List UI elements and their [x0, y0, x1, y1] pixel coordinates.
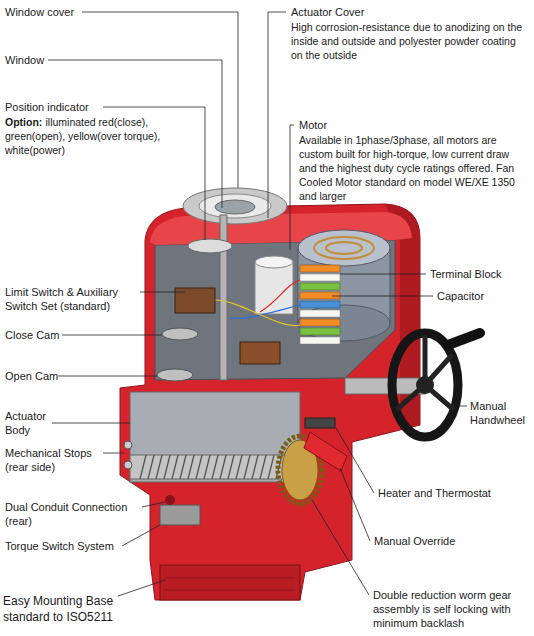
part-label: Position indicator: [5, 101, 89, 113]
label-block: High corrosion-resistance due to anodizi…: [291, 20, 529, 62]
part-label: Window: [5, 54, 44, 66]
part-label: Mechanical Stops: [5, 447, 92, 459]
label-block: Window cover: [5, 5, 74, 19]
torque-switch: [160, 505, 200, 525]
part-label: Torque Switch System: [5, 540, 114, 552]
part-label: Heater and Thermostat: [378, 487, 491, 499]
part-label: Available in 1phase/3phase, all motors a…: [299, 134, 515, 202]
part-label: Manual Override: [374, 535, 455, 547]
capacitor-top: [255, 256, 293, 268]
close-cam: [162, 328, 198, 340]
worm-shaft: [130, 455, 290, 479]
motor-winding: [314, 237, 374, 259]
conduit-entry: [165, 495, 175, 505]
label-block: Easy Mounting Base standard to ISO5211: [3, 593, 131, 625]
part-label: Open Cam: [5, 370, 58, 382]
part-label: Option:: [5, 116, 42, 128]
label-block: (rear): [5, 514, 32, 528]
handwheel-hub: [416, 376, 434, 394]
motor-top: [298, 230, 390, 266]
label-block: Window: [5, 53, 44, 67]
label-block: Dual Conduit Connection: [5, 500, 127, 514]
lower-cavity: [130, 392, 300, 482]
part-label: Dual Conduit Connection: [5, 501, 127, 513]
motor-winding: [326, 242, 362, 254]
label-block: Terminal Block: [430, 267, 502, 281]
label-block: Mechanical Stops: [5, 446, 92, 460]
label-block: Actuator Cover: [291, 5, 364, 19]
label-block: Double reduction worm gear assembly is s…: [373, 588, 529, 630]
label-block: Capacitor: [437, 289, 484, 303]
terminal-block: [300, 265, 340, 344]
part-label: Manual Handwheel: [470, 400, 525, 426]
label-block: Close Cam: [5, 328, 59, 342]
part-label: Window cover: [5, 6, 74, 18]
window: [199, 194, 271, 218]
wire: [260, 280, 300, 312]
position-indicator: [188, 239, 232, 253]
part-label: Double reduction worm gear assembly is s…: [373, 589, 511, 629]
part-label: High corrosion-resistance due to anodizi…: [291, 21, 522, 61]
heater: [305, 418, 335, 428]
part-label: Easy Mounting Base standard to ISO5211: [3, 594, 113, 624]
part-label: Close Cam: [5, 329, 59, 341]
label-block: Option:illuminated red(close), green(ope…: [5, 115, 187, 157]
torque-spring: [140, 455, 282, 479]
mechanical-stop: [124, 441, 132, 449]
label-block: Actuator Body: [5, 409, 65, 437]
auxiliary-switch: [240, 342, 280, 364]
open-cam: [157, 369, 193, 381]
window-cover: [183, 188, 287, 224]
label-block: (rear side): [5, 460, 55, 474]
label-block: Available in 1phase/3phase, all motors a…: [299, 133, 529, 203]
manual-override-lever: [304, 432, 347, 471]
part-label: Motor: [299, 119, 327, 131]
window-inner: [215, 200, 255, 214]
wire: [215, 300, 300, 326]
part-label: Actuator Body: [5, 410, 46, 436]
base-ridge: [165, 578, 295, 590]
label-block: Heater and Thermostat: [378, 486, 491, 500]
label-block: Motor: [299, 118, 327, 132]
part-label: Actuator Cover: [291, 6, 364, 18]
mechanical-stop: [124, 461, 132, 469]
mounting-base: [160, 565, 300, 600]
motor-base: [298, 305, 390, 341]
handwheel-handle: [448, 333, 480, 345]
part-label: (rear side): [5, 461, 55, 473]
label-block: Open Cam: [5, 369, 58, 383]
part-label: Limit Switch & Auxiliary Switch Set (sta…: [5, 286, 118, 312]
part-label: (rear): [5, 515, 32, 527]
label-block: Manual Handwheel: [470, 399, 530, 427]
label-block: Manual Override: [374, 534, 455, 548]
label-block: Torque Switch System: [5, 539, 114, 553]
label-block: Limit Switch & Auxiliary Switch Set (sta…: [5, 285, 139, 313]
part-label: Terminal Block: [430, 268, 502, 280]
label-block: Position indicator: [5, 100, 89, 114]
part-label: Capacitor: [437, 290, 484, 302]
handwheel-shaft: [345, 378, 425, 394]
